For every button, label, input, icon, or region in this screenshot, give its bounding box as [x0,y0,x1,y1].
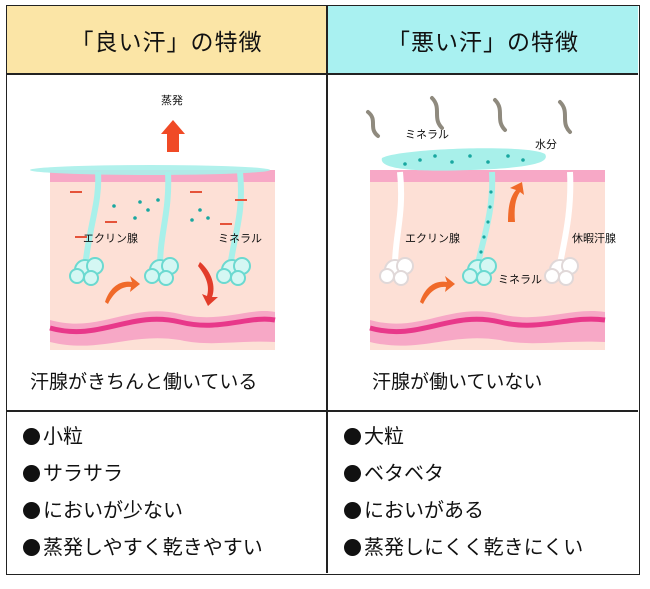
rising-arrow [508,182,524,222]
good-feature-item: 蒸発しやすく乾きやすい [23,529,263,566]
good-feature-item: においが少ない [23,492,263,529]
bullet-dot [23,428,40,445]
dormant-gland-label: 休暇汗腺 [572,231,616,245]
bullet-dot [23,465,40,482]
column-divider [326,6,328,573]
evaporation-label: 蒸発 [161,93,183,107]
bullet-dot [344,428,361,445]
dermis-band [370,311,605,346]
bad-sweat-illustration: ミネラル 水分 エクリン腺 休暇汗腺 ミネラル [366,96,616,350]
bullet-dot [344,502,361,519]
dermis-band [50,311,275,346]
mineral-dots [112,198,210,222]
epidermis-layer [370,170,605,182]
bullet-dot [344,465,361,482]
evaporation-arrow [161,120,185,152]
mineral-top-label: ミネラル [405,128,449,141]
mineral-dots [403,154,525,166]
sweat-ducts [392,171,574,265]
sweat-glands [69,257,251,286]
bad-sweat-header: 「悪い汗」の特徴 [328,6,638,73]
good-feature-item: サラサラ [23,455,263,492]
bad-caption: 汗腺が働いていない [372,371,543,393]
blood-vessel [369,316,606,335]
sweat-ducts [82,171,244,268]
odor-wisps [366,96,572,138]
good-sweat-header: 「良い汗」の特徴 [7,6,326,73]
header-divider [7,73,638,75]
flow-arrow-up [105,276,140,304]
small-red-arrows [70,191,247,238]
good-caption: 汗腺がきちんと働いている [30,371,258,393]
bad-feature-item: 蒸発しにくく乾きにくい [344,529,583,566]
eccrine-gland-label: エクリン腺 [83,231,138,245]
sweat-film [30,165,270,175]
bullet-dot [23,539,40,556]
bad-feature-item: 大粒 [344,418,583,455]
flow-arrow-down [198,262,218,306]
sweat-glands [379,257,579,286]
eccrine-gland-label: エクリン腺 [405,231,460,245]
good-feature-list: 小粒 サラサラ においが少ない 蒸発しやすく乾きやすい [23,418,263,566]
bad-feature-item: ベタベタ [344,455,583,492]
bad-feature-item: においがある [344,492,583,529]
duct-minerals [479,190,493,254]
bad-feature-list: 大粒 ベタベタ においがある 蒸発しにくく乾きにくい [344,418,583,566]
comparison-table: 「良い汗」の特徴 「悪い汗」の特徴 [6,5,640,575]
mineral-bottom-label: ミネラル [498,273,542,286]
mineral-label: ミネラル [218,232,262,245]
good-feature-item: 小粒 [23,418,263,455]
bullet-dot [344,539,361,556]
bullets-divider [7,410,638,412]
water-label: 水分 [535,138,557,151]
large-sweat-drop [381,148,546,171]
blood-vessel [49,316,276,335]
good-sweat-illustration: 蒸発 エクリン腺 ミネラル [30,93,276,350]
flow-arrow-up [420,276,455,304]
bullet-dot [23,502,40,519]
